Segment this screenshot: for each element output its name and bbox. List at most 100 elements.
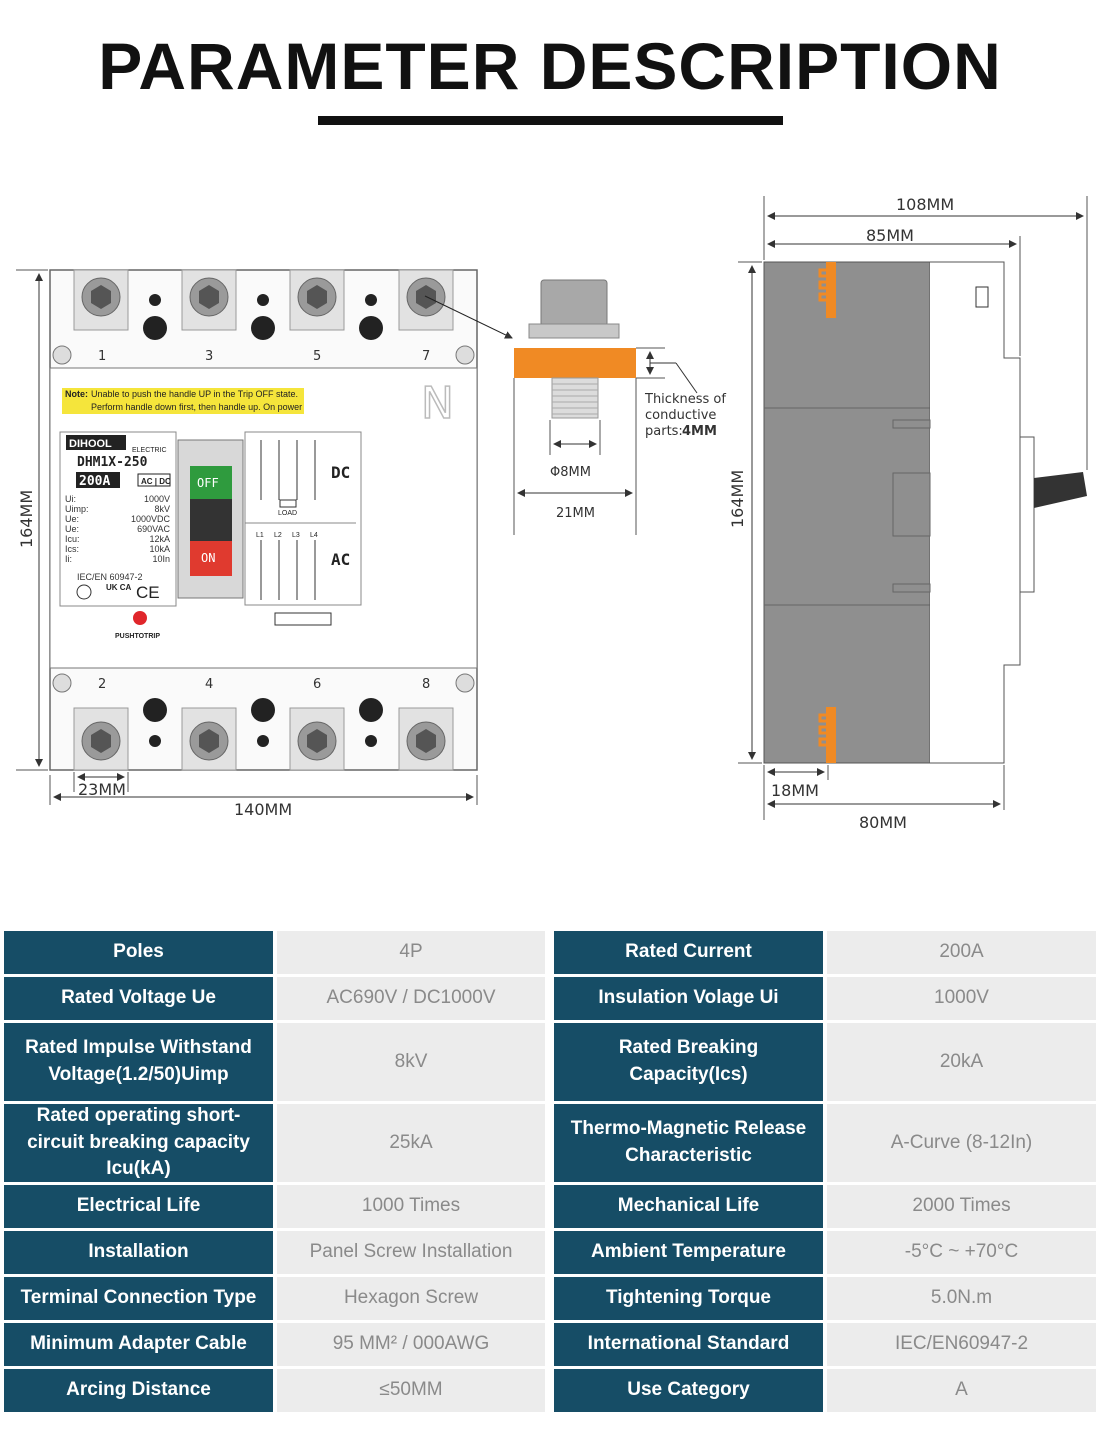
spec-label-cell: Thermo-Magnetic Release Characteristic [554, 1104, 823, 1182]
dim-terminal-offset: 18MM [771, 781, 819, 800]
spec-label-cell: Electrical Life [4, 1185, 273, 1228]
spec-label-cell: Arcing Distance [4, 1369, 273, 1412]
detail-leader-line [424, 295, 513, 339]
off-indicator [190, 466, 232, 499]
spec-value: 1000VDC [131, 514, 171, 524]
brand-sub: ELECTRIC [132, 447, 167, 454]
dim-bolt-diameter: Φ8MM [550, 465, 591, 480]
thickness-annotation-1: Thickness of [644, 392, 726, 407]
model-number: DHM1X-250 [77, 455, 148, 470]
wiring-diagram [244, 431, 362, 606]
spec-label: Ue: [65, 524, 79, 534]
side-view: 108MM 85MM 164MM 18MM 80MM [728, 195, 1088, 832]
spec-label-cell: International Standard [554, 1323, 823, 1366]
spec-label: Ics: [65, 544, 79, 554]
standard-text: IEC/EN 60947-2 [77, 572, 143, 582]
title-underline [318, 116, 783, 125]
spec-label-cell: Installation [4, 1231, 273, 1274]
terminal-number: 5 [313, 349, 321, 364]
spec-label-cell: Rated Breaking Capacity(Ics) [554, 1023, 823, 1101]
top-terminals [52, 269, 475, 365]
dim-front-height: 164MM [17, 490, 36, 548]
spec-label-cell: Minimum Adapter Cable [4, 1323, 273, 1366]
spec-value-cell: Hexagon Screw [277, 1277, 545, 1320]
note-line-2: Perform handle down first, then handle u… [91, 402, 302, 412]
brand-name: DIHOOL [69, 438, 112, 450]
bottom-terminals [52, 673, 475, 771]
spec-label-cell: Insulation Volage Ui [554, 977, 823, 1020]
dim-terminal-width: 23MM [78, 780, 126, 799]
spec-value: 8kV [154, 504, 170, 514]
push-to-trip-label: PUSHTOTRIP [115, 633, 160, 640]
bolt-thread [551, 377, 599, 419]
bolt-head [540, 279, 608, 327]
technical-drawing: 1 3 5 7 Note: Unable to push the handle … [16, 195, 1088, 832]
dc-label: DC [331, 463, 350, 482]
spec-label: Icu: [65, 534, 80, 544]
dim-plate-width: 21MM [556, 506, 595, 521]
spec-value-cell: A [827, 1369, 1096, 1412]
terminal-number: 8 [422, 677, 430, 692]
spec-value: 690VAC [137, 524, 170, 534]
terminal-number: 2 [98, 677, 106, 692]
side-trip-button [975, 286, 989, 308]
terminal-number: 7 [422, 349, 430, 364]
spec-value-cell: A-Curve (8-12In) [827, 1104, 1096, 1182]
spec-label-cell: Ambient Temperature [554, 1231, 823, 1274]
handle-lever[interactable] [190, 499, 232, 541]
phase-label: L1 [256, 532, 264, 539]
spec-value-cell: 1000 Times [277, 1185, 545, 1228]
note-label: Note: [65, 389, 88, 399]
push-to-trip-button[interactable] [133, 611, 147, 625]
spec-value-cell: AC690V / DC1000V [277, 977, 545, 1020]
spec-value: 10In [152, 554, 170, 564]
spec-label-cell: Mechanical Life [554, 1185, 823, 1228]
page-title: PARAMETER DESCRIPTION [98, 29, 1002, 103]
ukca-mark: UK CA [106, 583, 132, 592]
ccc-icon [76, 584, 92, 600]
rating-badge [76, 472, 120, 488]
dim-base-depth: 80MM [859, 813, 907, 832]
spec-value-cell: ≤50MM [277, 1369, 545, 1412]
phase-label: L4 [310, 532, 318, 539]
spec-value-cell: 2000 Times [827, 1185, 1096, 1228]
spec-value-cell: 5.0N.m [827, 1277, 1096, 1320]
spec-value-cell: Panel Screw Installation [277, 1231, 545, 1274]
phase-label: L2 [274, 532, 282, 539]
terminal-number: 6 [313, 677, 321, 692]
phase-label: L3 [292, 532, 300, 539]
spec-value-cell: 95 MM² / 000AWG [277, 1323, 545, 1366]
spec-label-cell: Rated Voltage Ue [4, 977, 273, 1020]
dim-body-depth: 85MM [866, 226, 914, 245]
terminal-number: 1 [98, 349, 106, 364]
nameplate [59, 431, 177, 607]
spec-value-cell: 20kA [827, 1023, 1096, 1101]
spec-value-cell: 4P [277, 931, 545, 974]
terminal-number: 4 [205, 677, 213, 692]
side-terminal-bottom [826, 707, 836, 763]
thickness-annotation-3: parts: [645, 424, 683, 439]
dim-total-depth: 108MM [896, 195, 954, 214]
front-view: 1 3 5 7 Note: Unable to push the handle … [16, 269, 513, 819]
on-label: ON [201, 551, 215, 565]
spec-label: Ui: [65, 494, 76, 504]
acdc-badge: AC | DC [141, 477, 171, 486]
spec-label-cell: Rated operating short-circuit breaking c… [4, 1104, 273, 1182]
spec-value: 10kA [149, 544, 170, 554]
neutral-mark: N [421, 378, 454, 429]
side-terminal-top [826, 262, 836, 318]
spec-label-cell: Rated Current [554, 931, 823, 974]
spec-value-cell: 25kA [277, 1104, 545, 1182]
spec-value-cell: IEC/EN60947-2 [827, 1323, 1096, 1366]
note-line-1: Unable to push the handle UP in the Trip… [91, 389, 298, 399]
off-label: OFF [197, 476, 219, 490]
spec-value-cell: 200A [827, 931, 1096, 974]
spec-label: Ii: [65, 554, 72, 564]
spec-label-cell: Terminal Connection Type [4, 1277, 273, 1320]
spec-label-cell: Use Category [554, 1369, 823, 1412]
spec-label-cell: Tightening Torque [554, 1277, 823, 1320]
spec-label: Uimp: [65, 504, 89, 514]
rating: 200A [79, 474, 110, 489]
dim-side-height: 164MM [728, 470, 747, 528]
terminal-detail: Φ8MM 21MM Thickness of conductive parts:… [513, 279, 726, 535]
